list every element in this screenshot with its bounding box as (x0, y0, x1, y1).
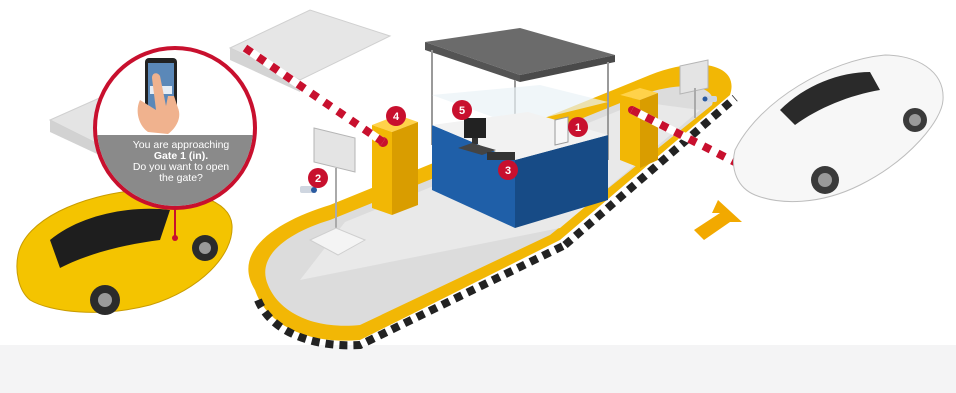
bubble-line-4: the gate? (108, 173, 254, 184)
camera-icon-right (703, 96, 718, 102)
svg-text:3: 3 (505, 165, 511, 177)
gate-pillar-left (372, 115, 418, 215)
floor-band (0, 345, 956, 393)
marker-1: 1 (568, 117, 588, 137)
car-yellow (17, 190, 232, 315)
marker-2: 2 (308, 168, 328, 188)
gate-pillar-right (620, 88, 658, 168)
monitor-icon (464, 118, 486, 138)
svg-text:4: 4 (393, 111, 400, 123)
marker-3: 3 (498, 160, 518, 180)
svg-text:5: 5 (459, 105, 465, 117)
arrow-icon (694, 200, 742, 240)
notification-bubble (95, 48, 255, 210)
marker-4: 4 (386, 106, 406, 126)
svg-text:1: 1 (575, 122, 581, 134)
car-white (734, 55, 944, 202)
marker-5: 5 (452, 100, 472, 120)
svg-text:2: 2 (315, 173, 321, 185)
bubble-message: You are approaching Gate 1 (in). Do you … (108, 140, 254, 184)
card-reader-icon (555, 117, 568, 145)
